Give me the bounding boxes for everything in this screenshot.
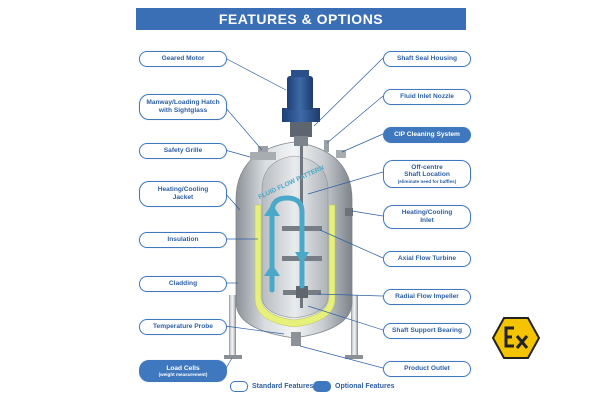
- callout-label: Inlet: [420, 217, 434, 224]
- callout-label: Load Cells: [166, 364, 200, 372]
- vessel-legs: [224, 295, 363, 359]
- callout-sublabel: (eliminate need for baffles): [397, 178, 457, 184]
- callout-label: with Sightglass: [158, 107, 208, 114]
- flow-arrow-down: [295, 252, 309, 264]
- callout-label: Safety Grille: [163, 147, 203, 155]
- callout-label: Shaft Seal Housing: [396, 55, 458, 63]
- callout-cip-cleaning-system: CIP Cleaning System: [383, 127, 471, 143]
- fluid-flow-arrows: [269, 195, 305, 293]
- callout-label: Fluid Inlet Nozzle: [400, 93, 454, 101]
- callout-offcentre-shaft: Off-centre Shaft Location (eliminate nee…: [383, 160, 471, 188]
- callout-heating-cooling-inlet: Heating/Cooling Inlet: [383, 205, 471, 229]
- callout-safety-grille: Safety Grille: [139, 143, 227, 159]
- callout-product-outlet: Product Outlet: [383, 361, 471, 377]
- heating-jacket-layer: [254, 204, 336, 328]
- legend-optional-swatch: [313, 381, 331, 392]
- flow-arrow-up-1: [264, 204, 280, 216]
- leader-lines: [224, 57, 384, 371]
- callout-temperature-probe: Temperature Probe: [139, 319, 227, 335]
- callout-label: Temperature Probe: [153, 323, 213, 331]
- callout-label: Manway/Loading Hatch: [146, 99, 220, 107]
- atex-ex-icon: [492, 317, 540, 359]
- page-title: FEATURES & OPTIONS: [136, 8, 466, 30]
- flow-arrow-up-2: [264, 264, 280, 276]
- callout-axial-flow-turbine: Axial Flow Turbine: [383, 251, 471, 267]
- callout-label: Shaft Support Bearing: [392, 327, 462, 335]
- callout-sublabel: (weight measurement): [158, 372, 208, 378]
- callout-label: Axial Flow Turbine: [397, 255, 457, 263]
- legend-optional: Optional Features: [313, 381, 395, 392]
- callout-manway-hatch: Manway/Loading Hatch with Sightglass: [139, 94, 227, 120]
- callout-label: Heating/Cooling: [401, 209, 453, 217]
- callout-label: CIP Cleaning System: [394, 131, 460, 139]
- callout-radial-flow-impeller: Radial Flow Impeller: [383, 289, 471, 305]
- callout-geared-motor: Geared Motor: [139, 51, 227, 67]
- callout-label: Off-centre: [411, 163, 443, 171]
- legend-label: Optional Features: [335, 383, 395, 390]
- callout-label: Insulation: [167, 236, 199, 244]
- legend-label: Standard Features: [252, 383, 314, 390]
- outlet-pipe: [291, 332, 301, 346]
- legend-standard-swatch: [230, 381, 248, 392]
- top-fittings: [250, 140, 353, 216]
- callout-shaft-seal-housing: Shaft Seal Housing: [383, 51, 471, 67]
- callout-label: Geared Motor: [161, 55, 205, 63]
- callout-cladding: Cladding: [139, 276, 227, 292]
- callout-label: Cladding: [168, 280, 198, 288]
- callout-heating-cooling-jacket: Heating/Cooling Jacket: [139, 181, 227, 207]
- geared-motor-graphic: [282, 70, 320, 146]
- callout-label: Jacket: [172, 194, 194, 201]
- callout-shaft-support-bearing: Shaft Support Bearing: [383, 323, 471, 339]
- legend-standard: Standard Features: [230, 381, 313, 392]
- callout-fluid-inlet-nozzle: Fluid Inlet Nozzle: [383, 89, 471, 105]
- callout-label: Radial Flow Impeller: [395, 293, 459, 301]
- callout-load-cells: Load Cells (weight measurement): [139, 360, 227, 382]
- callout-label: Product Outlet: [404, 365, 450, 373]
- callout-insulation: Insulation: [139, 232, 227, 248]
- callout-label: Shaft Location: [404, 171, 450, 179]
- vessel-interior: [261, 155, 329, 319]
- callout-label: Heating/Cooling: [157, 186, 209, 194]
